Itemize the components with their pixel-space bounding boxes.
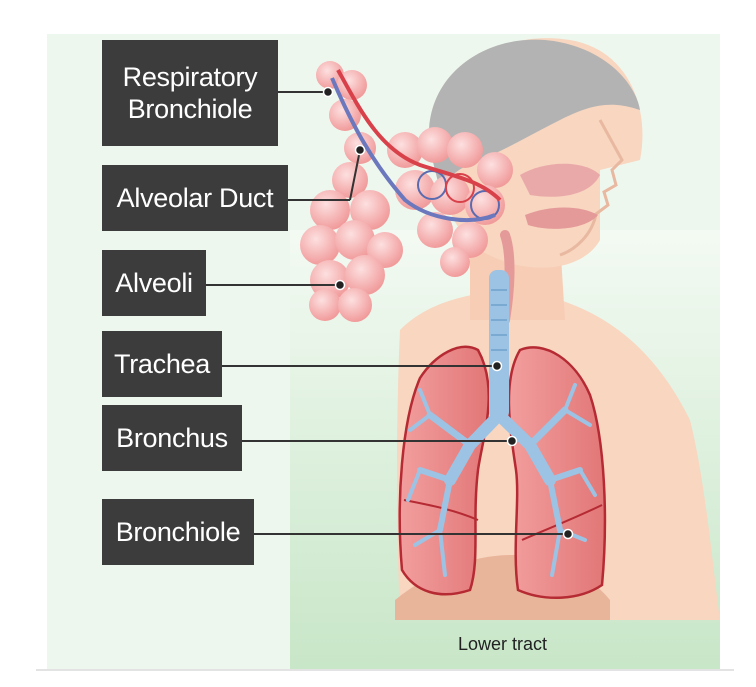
label-bronchiole: Bronchiole (102, 499, 254, 565)
label-trachea-text: Trachea (114, 348, 210, 380)
label-alveolar-duct-text: Alveolar Duct (117, 182, 274, 214)
bronchus-dot (508, 437, 517, 446)
label-respiratory-bronchiole: Respiratory Bronchiole (102, 40, 278, 146)
label-bronchus-text: Bronchus (116, 422, 228, 454)
label-alveolar-duct: Alveolar Duct (102, 165, 288, 231)
label-bronchiole-text: Bronchiole (116, 516, 241, 548)
bronchiole-dot (564, 530, 573, 539)
label-alveoli-text: Alveoli (115, 267, 192, 299)
trachea-dot (493, 362, 502, 371)
label-alveoli: Alveoli (102, 250, 206, 316)
alveolar-duct-dot (356, 146, 365, 155)
label-bronchus: Bronchus (102, 405, 242, 471)
bottom-divider (36, 669, 734, 671)
alveoli-dot (336, 281, 345, 290)
lower-tract-label: Lower tract (458, 634, 547, 655)
label-respiratory-bronchiole-text: Respiratory Bronchiole (115, 61, 265, 126)
respiratory-bronchiole-dot (324, 88, 333, 97)
label-trachea: Trachea (102, 331, 222, 397)
